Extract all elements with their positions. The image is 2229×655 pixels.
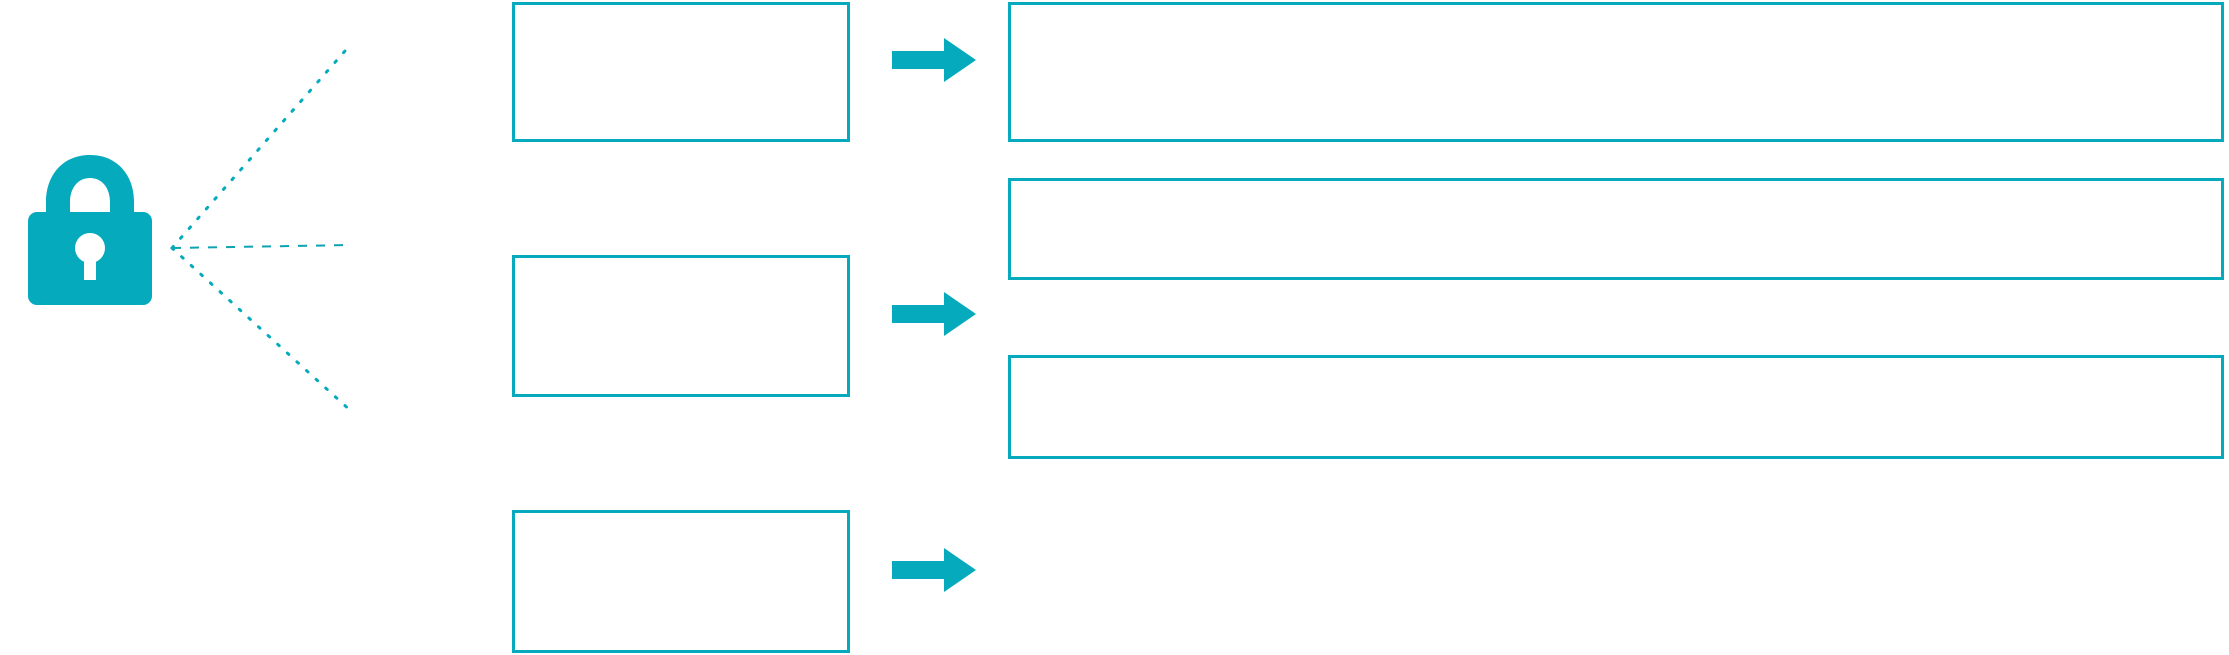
connector-line-row-3: [170, 246, 354, 414]
detail-box-row-1[interactable]: [1008, 2, 2224, 142]
detail-box-row-2-label: [1011, 181, 2221, 201]
connector-line-row-1: [170, 41, 354, 250]
right-arrow-icon-row-2: [890, 290, 980, 338]
detail-box-row-2[interactable]: [1008, 178, 2224, 280]
right-arrow-icon-row-1: [890, 36, 980, 84]
detail-box-row-1-label: [1011, 5, 2221, 25]
detail-box-row-3[interactable]: [1008, 355, 2224, 459]
padlock-icon: [24, 150, 156, 310]
right-arrow-icon-row-3: [890, 546, 980, 594]
step-box-row-1-label: [515, 5, 847, 25]
step-box-row-2-label: [515, 258, 847, 278]
step-box-row-2[interactable]: [512, 255, 850, 397]
detail-box-row-3-label: [1011, 358, 2221, 378]
step-box-row-1[interactable]: [512, 2, 850, 142]
step-box-row-3-label: [515, 513, 847, 533]
step-box-row-3[interactable]: [512, 510, 850, 653]
connector-line-row-2: [171, 244, 353, 249]
